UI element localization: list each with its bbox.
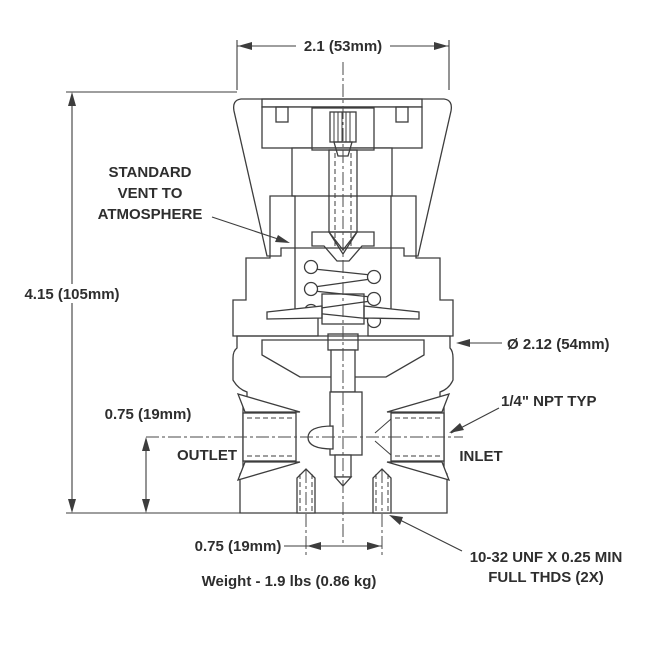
dim-text-mask	[16, 284, 128, 303]
vent-callout-line2: VENT TO	[118, 185, 183, 202]
screw-dashed-threads	[334, 153, 352, 249]
dim-top-width-label: 2.1 (53mm)	[304, 38, 382, 55]
vent-leader	[211, 216, 279, 240]
arrowhead	[367, 542, 381, 550]
arrowhead	[68, 499, 76, 513]
mount-hole-left	[296, 468, 316, 514]
arrowhead	[238, 42, 252, 50]
height-dim-extensions	[66, 91, 244, 514]
dim-hole-spacing-label: 0.75 (19mm)	[195, 538, 282, 555]
bonnet-wall-right	[367, 195, 454, 337]
dim-port-height-label: 0.75 (19mm)	[105, 406, 192, 423]
outlet-label: OUTLET	[177, 447, 237, 464]
arrowhead	[456, 339, 470, 347]
arrowhead	[449, 423, 464, 433]
valve-seat	[307, 425, 334, 450]
cap-tab-right	[395, 106, 409, 123]
dim-body-diameter-label: Ø 2.12 (54mm)	[507, 336, 610, 353]
spring-coil	[366, 269, 382, 285]
annotation-text: 2.1 (53mm) 4.15 (105mm) 0.75 (19mm) Ø 2.…	[24, 38, 622, 590]
mount-hole-right	[372, 468, 392, 514]
spring-coil	[303, 281, 319, 297]
vent-callout-line1: STANDARD	[108, 164, 191, 181]
inlet-label: INLET	[459, 448, 502, 465]
port-thread-label: 1/4" NPT TYP	[501, 393, 596, 410]
adjusting-knob-section	[233, 98, 452, 262]
bonnet-wall-left	[232, 195, 319, 337]
hex-flat	[236, 461, 301, 481]
top-dim-extensions	[236, 40, 450, 90]
body-outline	[232, 335, 454, 514]
mount-thread-label-line2: FULL THDS (2X)	[488, 569, 604, 586]
hex-flat	[236, 393, 301, 413]
knob-inner-cavity	[291, 147, 393, 197]
spring-coil	[366, 291, 382, 307]
arrowhead	[68, 92, 76, 106]
mount-hole-left-threads	[299, 474, 313, 513]
bonnet-section	[232, 195, 454, 337]
arrowhead	[389, 515, 403, 525]
arrowhead	[307, 542, 321, 550]
knob-outline	[233, 98, 452, 257]
hex-flat	[386, 461, 451, 481]
thread-lines	[333, 112, 351, 142]
arrowhead	[142, 437, 150, 451]
arrowhead	[142, 499, 150, 513]
weight-label: Weight - 1.9 lbs (0.86 kg)	[202, 573, 377, 590]
arrowhead	[434, 42, 448, 50]
mount-thread-leader	[397, 518, 463, 552]
spring-coil	[303, 259, 319, 275]
vent-callout-line3: ATMOSPHERE	[98, 206, 203, 223]
inlet-cone	[374, 418, 392, 456]
mount-thread-label-line1: 10-32 UNF X 0.25 MIN	[470, 549, 623, 566]
dimension-graphics	[16, 37, 502, 552]
poppet	[329, 391, 363, 456]
centerlines	[146, 62, 463, 558]
dim-overall-height-label: 4.15 (105mm)	[24, 286, 119, 303]
thread-relief	[333, 141, 353, 157]
hex-flat	[386, 393, 451, 413]
dim-text-mask	[296, 37, 390, 55]
cap-tab-left	[275, 106, 289, 123]
mount-hole-right-threads	[375, 474, 389, 513]
arrowhead	[275, 235, 290, 243]
knob-cap-band	[261, 98, 423, 108]
spring-button	[311, 231, 375, 262]
valve-geometry	[146, 62, 463, 558]
